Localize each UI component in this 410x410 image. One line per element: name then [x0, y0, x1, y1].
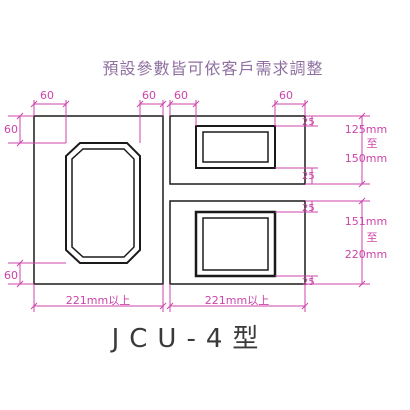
right-lower-frame-outer [194, 210, 277, 278]
dim-left-width: 221mm以上 [66, 294, 130, 307]
dim-upper-min: 125mm [345, 123, 387, 136]
left-octagon-inner [71, 148, 135, 258]
drawing-title: 預設參數皆可依客戶需求調整 [102, 59, 324, 78]
dim-left-bottom: 60 [4, 269, 18, 282]
dim-right-small-4: 25 [302, 277, 315, 288]
model-label: JCU-4型 [111, 324, 269, 354]
dim-lower-max: 220mm [345, 248, 387, 261]
right-upper-frame-inner [202, 131, 269, 163]
dim-top-right-2: 60 [279, 89, 293, 102]
right-upper-frame-outer [195, 125, 276, 169]
right-upper-panel [169, 115, 306, 185]
dim-left-top: 60 [4, 123, 18, 136]
dim-top-left-2: 60 [142, 89, 156, 102]
dim-right-small-3: 25 [302, 203, 315, 214]
dim-right-small-2: 25 [302, 171, 315, 182]
dim-lower-to: 至 [367, 231, 378, 244]
right-lower-frame-inner [202, 217, 269, 271]
dim-right-small-1: 25 [302, 117, 315, 128]
left-octagon-outer [65, 142, 141, 264]
dimension-lines [8, 100, 370, 312]
dim-right-width: 221mm以上 [205, 294, 269, 307]
dim-top-right-1: 60 [174, 89, 188, 102]
dim-top-left-1: 60 [40, 89, 54, 102]
right-lower-panel [169, 200, 306, 285]
left-panel [33, 115, 164, 285]
dimension-ticks [16, 100, 366, 310]
dim-upper-max: 150mm [345, 152, 387, 165]
dim-upper-to: 至 [367, 137, 378, 150]
dim-lower-min: 151mm [345, 215, 387, 228]
